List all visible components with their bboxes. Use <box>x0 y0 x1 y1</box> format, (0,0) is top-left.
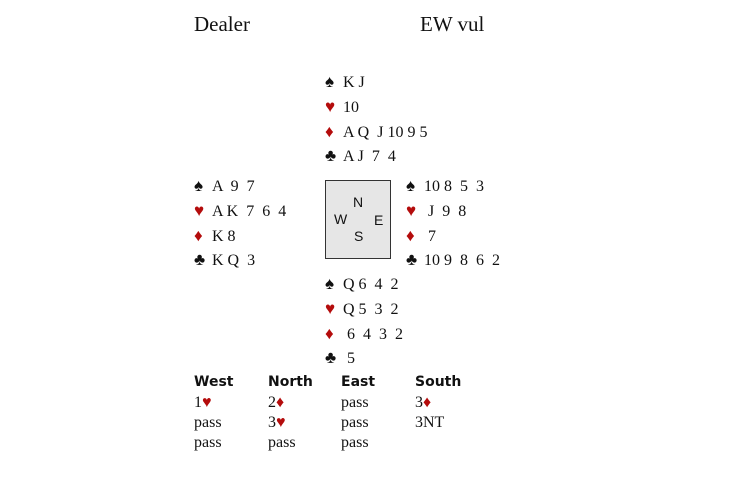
east-hearts-holding: ♥ J 9 8 <box>406 201 466 221</box>
west-clubs-holding: ♣ K Q 3 <box>194 250 255 270</box>
bid-level: pass <box>194 414 222 431</box>
bid: pass <box>194 434 222 452</box>
cards: A Q J 10 9 5 <box>343 123 428 141</box>
club-icon: ♣ <box>194 250 206 270</box>
diamond-icon: ♦ <box>423 394 432 411</box>
heart-icon: ♥ <box>202 394 212 411</box>
heart-icon: ♥ <box>325 298 336 318</box>
auction-header-east: East <box>341 374 376 390</box>
heart-icon: ♥ <box>325 96 336 116</box>
bid-level: pass <box>341 394 369 411</box>
bid-level: pass <box>341 414 369 431</box>
diamond-icon: ♦ <box>406 225 415 245</box>
compass-west: W <box>334 211 348 227</box>
diamond-icon: ♦ <box>276 394 285 411</box>
diamond-icon: ♦ <box>325 121 334 141</box>
south-hearts-holding: ♥ Q 5 3 2 <box>325 299 399 319</box>
north-hearts-holding: ♥ 10 <box>325 97 359 117</box>
cards: Q 5 3 2 <box>343 300 399 318</box>
cards: 7 <box>424 227 436 245</box>
cards: A J 7 4 <box>343 148 396 166</box>
vulnerability-label: EW vul <box>420 12 485 36</box>
compass-south: S <box>354 228 364 244</box>
bid: 3NT <box>415 414 444 432</box>
compass-east: E <box>374 212 384 228</box>
cards: 10 9 8 6 2 <box>424 252 500 270</box>
spade-icon: ♠ <box>325 72 335 91</box>
club-icon: ♣ <box>325 146 337 166</box>
club-icon: ♣ <box>325 348 337 368</box>
bid-level: 3 <box>268 414 276 431</box>
cards: J 9 8 <box>424 202 467 220</box>
heart-icon: ♥ <box>406 200 417 220</box>
bid: pass <box>341 434 369 452</box>
bid-level: pass <box>194 434 222 451</box>
north-clubs-holding: ♣ A J 7 4 <box>325 146 396 166</box>
cards: K Q 3 <box>212 252 256 270</box>
bid-level: 3NT <box>415 414 445 431</box>
north-spades-holding: ♠ K J <box>325 72 365 92</box>
south-spades-holding: ♠ Q 6 4 2 <box>325 274 399 294</box>
spade-icon: ♠ <box>194 176 204 195</box>
diamond-icon: ♦ <box>194 225 203 245</box>
spade-icon: ♠ <box>406 176 416 195</box>
auction-header-south: South <box>415 374 462 390</box>
heart-icon: ♥ <box>276 414 286 431</box>
cards: 6 4 3 2 <box>343 325 403 343</box>
bid-level: 1 <box>194 394 202 411</box>
heart-icon: ♥ <box>194 200 205 220</box>
diamond-icon: ♦ <box>325 323 334 343</box>
bid-level: pass <box>341 434 369 451</box>
cards: A 9 7 <box>212 178 255 195</box>
north-diamonds-holding: ♦ A Q J 10 9 5 <box>325 122 427 142</box>
east-spades-holding: ♠ 10 8 5 3 <box>406 176 484 196</box>
bid: 3♥ <box>268 414 286 432</box>
auction-header-north: North <box>268 374 313 390</box>
bid: 2♦ <box>268 394 284 412</box>
auction-header-west: West <box>194 374 234 390</box>
compass-north: N <box>353 194 364 210</box>
south-diamonds-holding: ♦ 6 4 3 2 <box>325 324 403 344</box>
bid: pass <box>268 434 296 452</box>
west-spades-holding: ♠ A 9 7 <box>194 176 255 196</box>
bid: pass <box>341 414 369 432</box>
bid: 1♥ <box>194 394 212 412</box>
dealer-label: Dealer <box>194 12 250 36</box>
east-diamonds-holding: ♦ 7 <box>406 226 436 246</box>
west-diamonds-holding: ♦ K 8 <box>194 226 236 246</box>
compass-box: N W E S <box>325 180 391 259</box>
south-clubs-holding: ♣ 5 <box>325 348 355 368</box>
cards: 10 8 5 3 <box>424 178 484 195</box>
bid-level: 3 <box>415 394 423 411</box>
cards: A K 7 6 4 <box>212 202 287 220</box>
bid-level: pass <box>268 434 296 451</box>
club-icon: ♣ <box>406 250 418 270</box>
east-clubs-holding: ♣ 10 9 8 6 2 <box>406 250 500 270</box>
bid: pass <box>194 414 222 432</box>
spade-icon: ♠ <box>325 274 335 293</box>
cards: Q 6 4 2 <box>343 276 399 293</box>
cards: 5 <box>343 350 355 368</box>
bid-level: 2 <box>268 394 276 411</box>
west-hearts-holding: ♥ A K 7 6 4 <box>194 201 286 221</box>
cards: 10 <box>343 98 359 116</box>
cards: K 8 <box>212 227 236 245</box>
bid: pass <box>341 394 369 412</box>
bid: 3♦ <box>415 394 431 412</box>
cards: K J <box>343 74 365 91</box>
